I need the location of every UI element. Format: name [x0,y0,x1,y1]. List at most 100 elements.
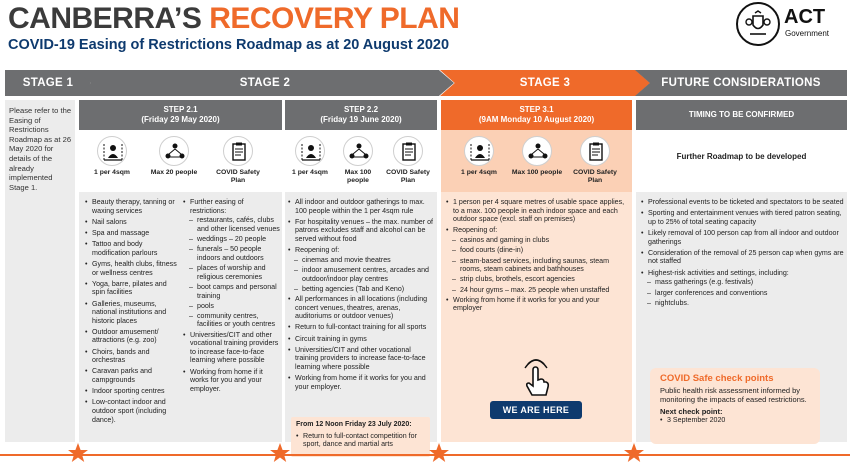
person-icon [464,136,494,166]
list-subitem: places of worship and religious ceremoni… [183,264,280,281]
list-item: Universities/CIT and other vocational tr… [183,331,280,365]
group-icon [522,136,552,166]
step-2-2-list: All indoor and outdoor gatherings to max… [288,198,436,394]
star-icon [270,443,290,462]
list-item: Working from home if it works for you an… [183,368,280,394]
list-item: Tattoo and body modification parlours [85,240,179,257]
list-item: For hospitality venues – the max. number… [288,218,436,244]
list-item: Consideration of the removal of 25 perso… [641,249,845,266]
step-2-1-list-a: Beauty therapy, tanning or waxing servic… [85,198,179,427]
list-item: All performances in all locations (inclu… [288,295,436,321]
list-item: Outdoor amusement/ attractions (e.g. zoo… [85,328,179,345]
list-subitem: casinos and gaming in clubs [446,236,630,245]
clipboard-icon [223,136,253,166]
step-2-2-icon-item: 1 per 4sqm [285,136,335,177]
list-subitem: larger conferences and conventions [641,289,845,298]
icon-label: COVID Safety Plan [573,169,617,184]
logo-government-text: Government [785,29,830,38]
step-3-1-date: (9AM Monday 10 August 2020) [478,115,595,124]
list-item: Reopening of: [288,246,436,255]
step-3-1-header: STEP 3.1 (9AM Monday 10 August 2020) [441,100,632,130]
future-list: Professional events to be ticketed and s… [641,198,845,309]
clipboard-icon [393,136,423,166]
list-item: Choirs, bands and orchestras [85,348,179,365]
icon-label: Max 20 people [150,169,198,176]
we-are-here-marker: WE ARE HERE [490,401,582,419]
list-item: Sporting and entertainment venues with t… [641,209,845,226]
stage-2-bar: STAGE 2 [76,70,454,96]
stage-1-text: Please refer to the Easing of Restrictio… [9,106,72,192]
check-points-title: COVID Safe check points [660,373,774,384]
list-item: Working from home if it works for you an… [288,374,436,391]
list-subitem: indoor amusement centres, arcades and ou… [288,266,436,283]
list-subitem: community centres, facilities or youth c… [183,312,280,329]
step-2-2-icon-item: COVID Safety Plan [381,136,435,185]
step-2-1-title: STEP 2.1 [163,105,198,114]
stage-1-column [5,100,75,442]
star-icon [68,443,88,462]
logo-act-text: ACT [784,6,826,28]
list-subitem: funerals – 50 people indoors and outdoor… [183,245,280,262]
list-subitem: nightclubs. [641,299,845,308]
next-check-point-label: Next check point: [660,407,723,416]
list-item: Likely removal of 100 person cap from al… [641,229,845,246]
list-item: Reopening of: [446,226,630,235]
step-2-2-header: STEP 2.2 (Friday 19 June 2020) [285,100,437,130]
list-item: Spa and massage [85,229,179,238]
act-government-logo: ACT Government [736,2,846,46]
list-item: Circuit training in gyms [288,335,436,344]
list-item: Beauty therapy, tanning or waxing servic… [85,198,179,215]
person-icon [97,136,127,166]
list-subitem: 24 hour gyms – max. 25 people when unsta… [446,286,630,295]
covid-safe-check-points-box: COVID Safe check points Public health ri… [650,368,820,444]
icon-label: 1 per 4sqm [292,169,328,176]
step-3-1-icon-item: Max 100 people [508,136,566,177]
step-3-1-list: 1 person per 4 square metres of usable s… [446,198,630,315]
clipboard-icon [580,136,610,166]
list-subitem: food courts (dine-in) [446,246,630,255]
step-2-1-icon-item: COVID Safety Plan [209,136,267,185]
step-2-1-icon-item: Max 20 people [145,136,203,177]
list-subitem: mass gatherings (e.g. festivals) [641,278,845,287]
list-subitem: weddings – 20 people [183,235,280,244]
box-title: From 12 Noon Friday 23 July 2020: [296,421,412,428]
step-2-1-list-b: Further easing of restrictions: restaura… [183,198,280,396]
list-item: Nail salons [85,218,179,227]
coat-of-arms-icon [736,2,780,46]
icon-label: COVID Safety Plan [386,169,430,184]
step-2-2-title: STEP 2.2 [343,105,379,114]
list-subitem: boot camps and personal training [183,283,280,300]
icon-label: Max 100 people [511,169,563,176]
list-subitem: strip clubs, brothels, escort agencies [446,275,630,284]
future-icons-band [636,130,847,192]
timeline-line [0,454,850,456]
list-subitem: restaurants, cafés, clubs and other lice… [183,216,280,233]
icon-label: 1 per 4sqm [461,169,497,176]
star-icon [624,443,644,462]
list-item: Return to full-contact competition for s… [296,432,425,449]
step-2-1-header: STEP 2.1 (Friday 29 May 2020) [79,100,282,130]
stage-1-bar: STAGE 1 [5,70,91,96]
page-title: CANBERRA’S RECOVERY PLAN [8,2,460,36]
further-roadmap-text: Further Roadmap to be developed [676,152,807,161]
list-item: Gyms, health clubs, fitness or wellness … [85,260,179,277]
list-item: Yoga, barre, pilates and spin facilities [85,280,179,297]
future-header: TIMING TO BE CONFIRMED [636,100,847,130]
group-icon [343,136,373,166]
check-points-text: Public health risk assessment informed b… [660,386,807,404]
list-item: Return to full-contact training for all … [288,323,436,332]
icon-label: 1 per 4sqm [94,169,130,176]
list-item: Caravan parks and campgrounds [85,367,179,384]
list-subitem: steam-based services, including saunas, … [446,257,630,274]
stage-3-bar: STAGE 3 [440,70,650,96]
step-2-2-date: (Friday 19 June 2020) [320,115,402,124]
future-considerations-bar: FUTURE CONSIDERATIONS [635,70,847,96]
list-item: Professional events to be ticketed and s… [641,198,845,207]
box-list: Return to full-contact competition for s… [296,432,425,449]
next-check-point-date: 3 September 2020 [660,416,810,425]
list-item: 1 person per 4 square metres of usable s… [446,198,630,224]
step-2-2-icon-item: Max 100 people [333,136,383,185]
step-2-1-icon-item: 1 per 4sqm [83,136,141,177]
full-contact-competition-box: From 12 Noon Friday 23 July 2020: Return… [291,417,430,457]
timeline [0,440,850,472]
